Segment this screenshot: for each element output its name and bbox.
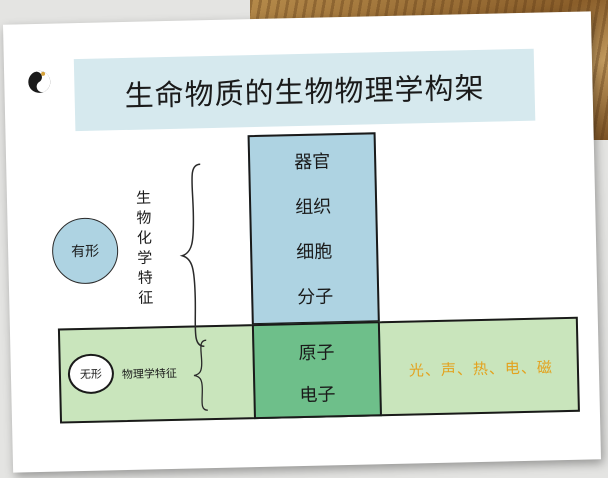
slide: 生命物质的生物物理学构架 器官 组织 细胞 分子 原子 电子 有形 生物化学特征… (2, 11, 602, 473)
intangible-levels-column: 原子 电子 (251, 321, 382, 420)
level-cell: 细胞 (296, 241, 333, 264)
title-box: 生命物质的生物物理学构架 (73, 48, 536, 132)
physical-features-label: 物理学特征 (121, 366, 178, 382)
level-molecule: 分子 (297, 286, 334, 309)
energy-forms-label: 光、声、热、电、磁 (408, 358, 554, 380)
tangible-levels-column: 器官 组织 细胞 分子 (247, 132, 380, 326)
level-tissue: 组织 (294, 196, 332, 219)
tangible-oval: 有形 (51, 217, 119, 285)
yin-yang-logo-icon (28, 70, 51, 93)
level-atom: 原子 (298, 342, 335, 365)
biochemical-features-label: 生物化学特征 (133, 189, 155, 310)
intangible-label: 无形 (79, 367, 103, 382)
tangible-brace-icon (179, 163, 205, 347)
intangible-brace-icon (193, 339, 208, 411)
tangible-label: 有形 (70, 243, 100, 261)
level-electron: 电子 (299, 384, 336, 407)
level-organ: 器官 (293, 151, 331, 174)
page-title: 生命物质的生物物理学构架 (124, 70, 485, 113)
